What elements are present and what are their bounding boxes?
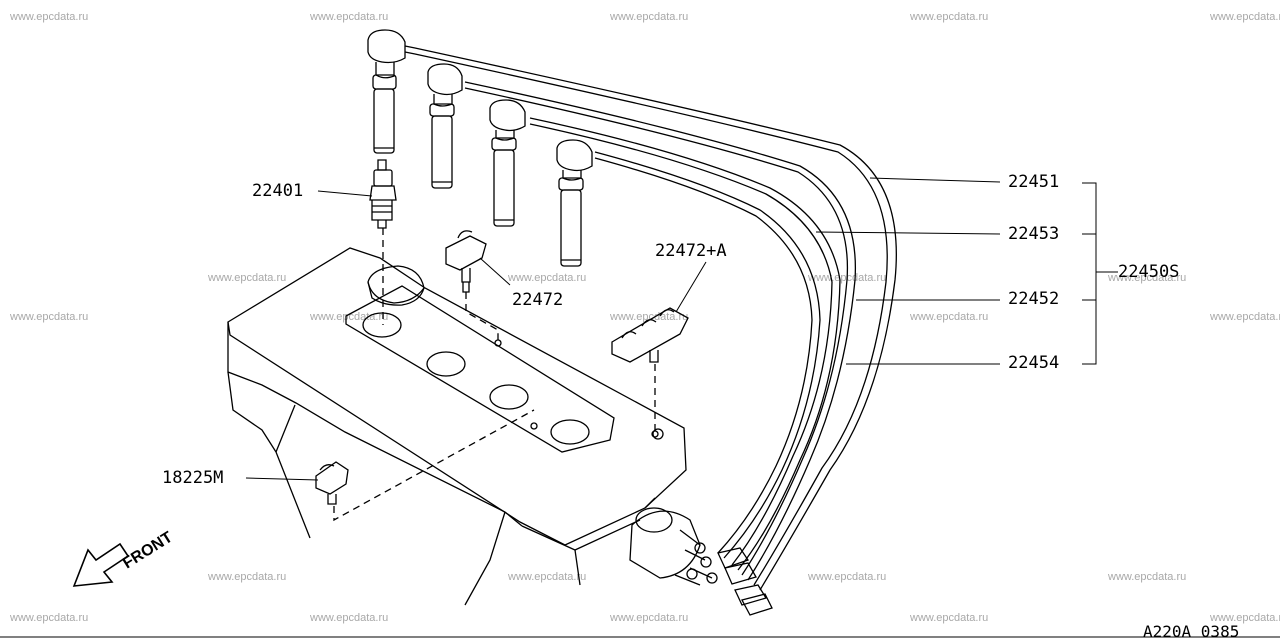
label-cord-set[interactable]: 22450S	[1118, 262, 1180, 282]
watermark-text: www.epcdata.ru	[610, 311, 689, 323]
watermark-text: www.epcdata.ru	[910, 11, 989, 23]
label-cord-1[interactable]: 22451	[1008, 172, 1060, 192]
label-clip[interactable]: 18225M	[162, 468, 224, 488]
watermark-text: www.epcdata.ru	[1108, 272, 1187, 284]
clamp-22472	[446, 231, 486, 292]
watermark-text: www.epcdata.ru	[610, 11, 689, 23]
engine-head	[228, 248, 686, 605]
watermark-text: www.epcdata.ru	[808, 571, 887, 583]
front-arrow	[74, 544, 128, 586]
label-clamp[interactable]: 22472	[512, 290, 564, 310]
clip-18225m	[316, 462, 348, 504]
watermark-text: www.epcdata.ru	[1210, 311, 1280, 323]
diagram-code: A220A 0385	[1143, 622, 1240, 641]
watermark-text: www.epcdata.ru	[10, 311, 89, 323]
watermark-text: www.epcdata.ru	[910, 311, 989, 323]
watermark-text: www.epcdata.ru	[10, 612, 89, 624]
watermark-text: www.epcdata.ru	[1108, 571, 1187, 583]
ignition-cords	[405, 46, 896, 615]
label-cord-2[interactable]: 22452	[1008, 289, 1060, 309]
label-spark-plug[interactable]: 22401	[252, 181, 304, 201]
watermark-text: www.epcdata.ru	[610, 612, 689, 624]
clamp-22472a	[612, 308, 688, 362]
watermark-text: www.epcdata.ru	[310, 311, 389, 323]
watermark-text: www.epcdata.ru	[1210, 11, 1280, 23]
assembly-lines	[334, 228, 655, 520]
label-cord-4[interactable]: 22454	[1008, 353, 1060, 373]
watermark-text: www.epcdata.ru	[1210, 612, 1280, 624]
leader-lines	[246, 178, 1118, 480]
watermark-text: www.epcdata.ru	[208, 272, 287, 284]
watermark-text: www.epcdata.ru	[310, 612, 389, 624]
label-clamp-a[interactable]: 22472+A	[655, 241, 727, 261]
watermark-text: www.epcdata.ru	[10, 11, 89, 23]
distributor	[630, 508, 717, 585]
watermark-text: www.epcdata.ru	[910, 612, 989, 624]
plug-boots	[368, 30, 592, 266]
watermark-text: www.epcdata.ru	[508, 272, 587, 284]
watermark-text: www.epcdata.ru	[508, 571, 587, 583]
label-cord-3[interactable]: 22453	[1008, 224, 1060, 244]
watermark-text: www.epcdata.ru	[310, 11, 389, 23]
spark-plug	[370, 160, 396, 228]
watermark-text: www.epcdata.ru	[208, 571, 287, 583]
